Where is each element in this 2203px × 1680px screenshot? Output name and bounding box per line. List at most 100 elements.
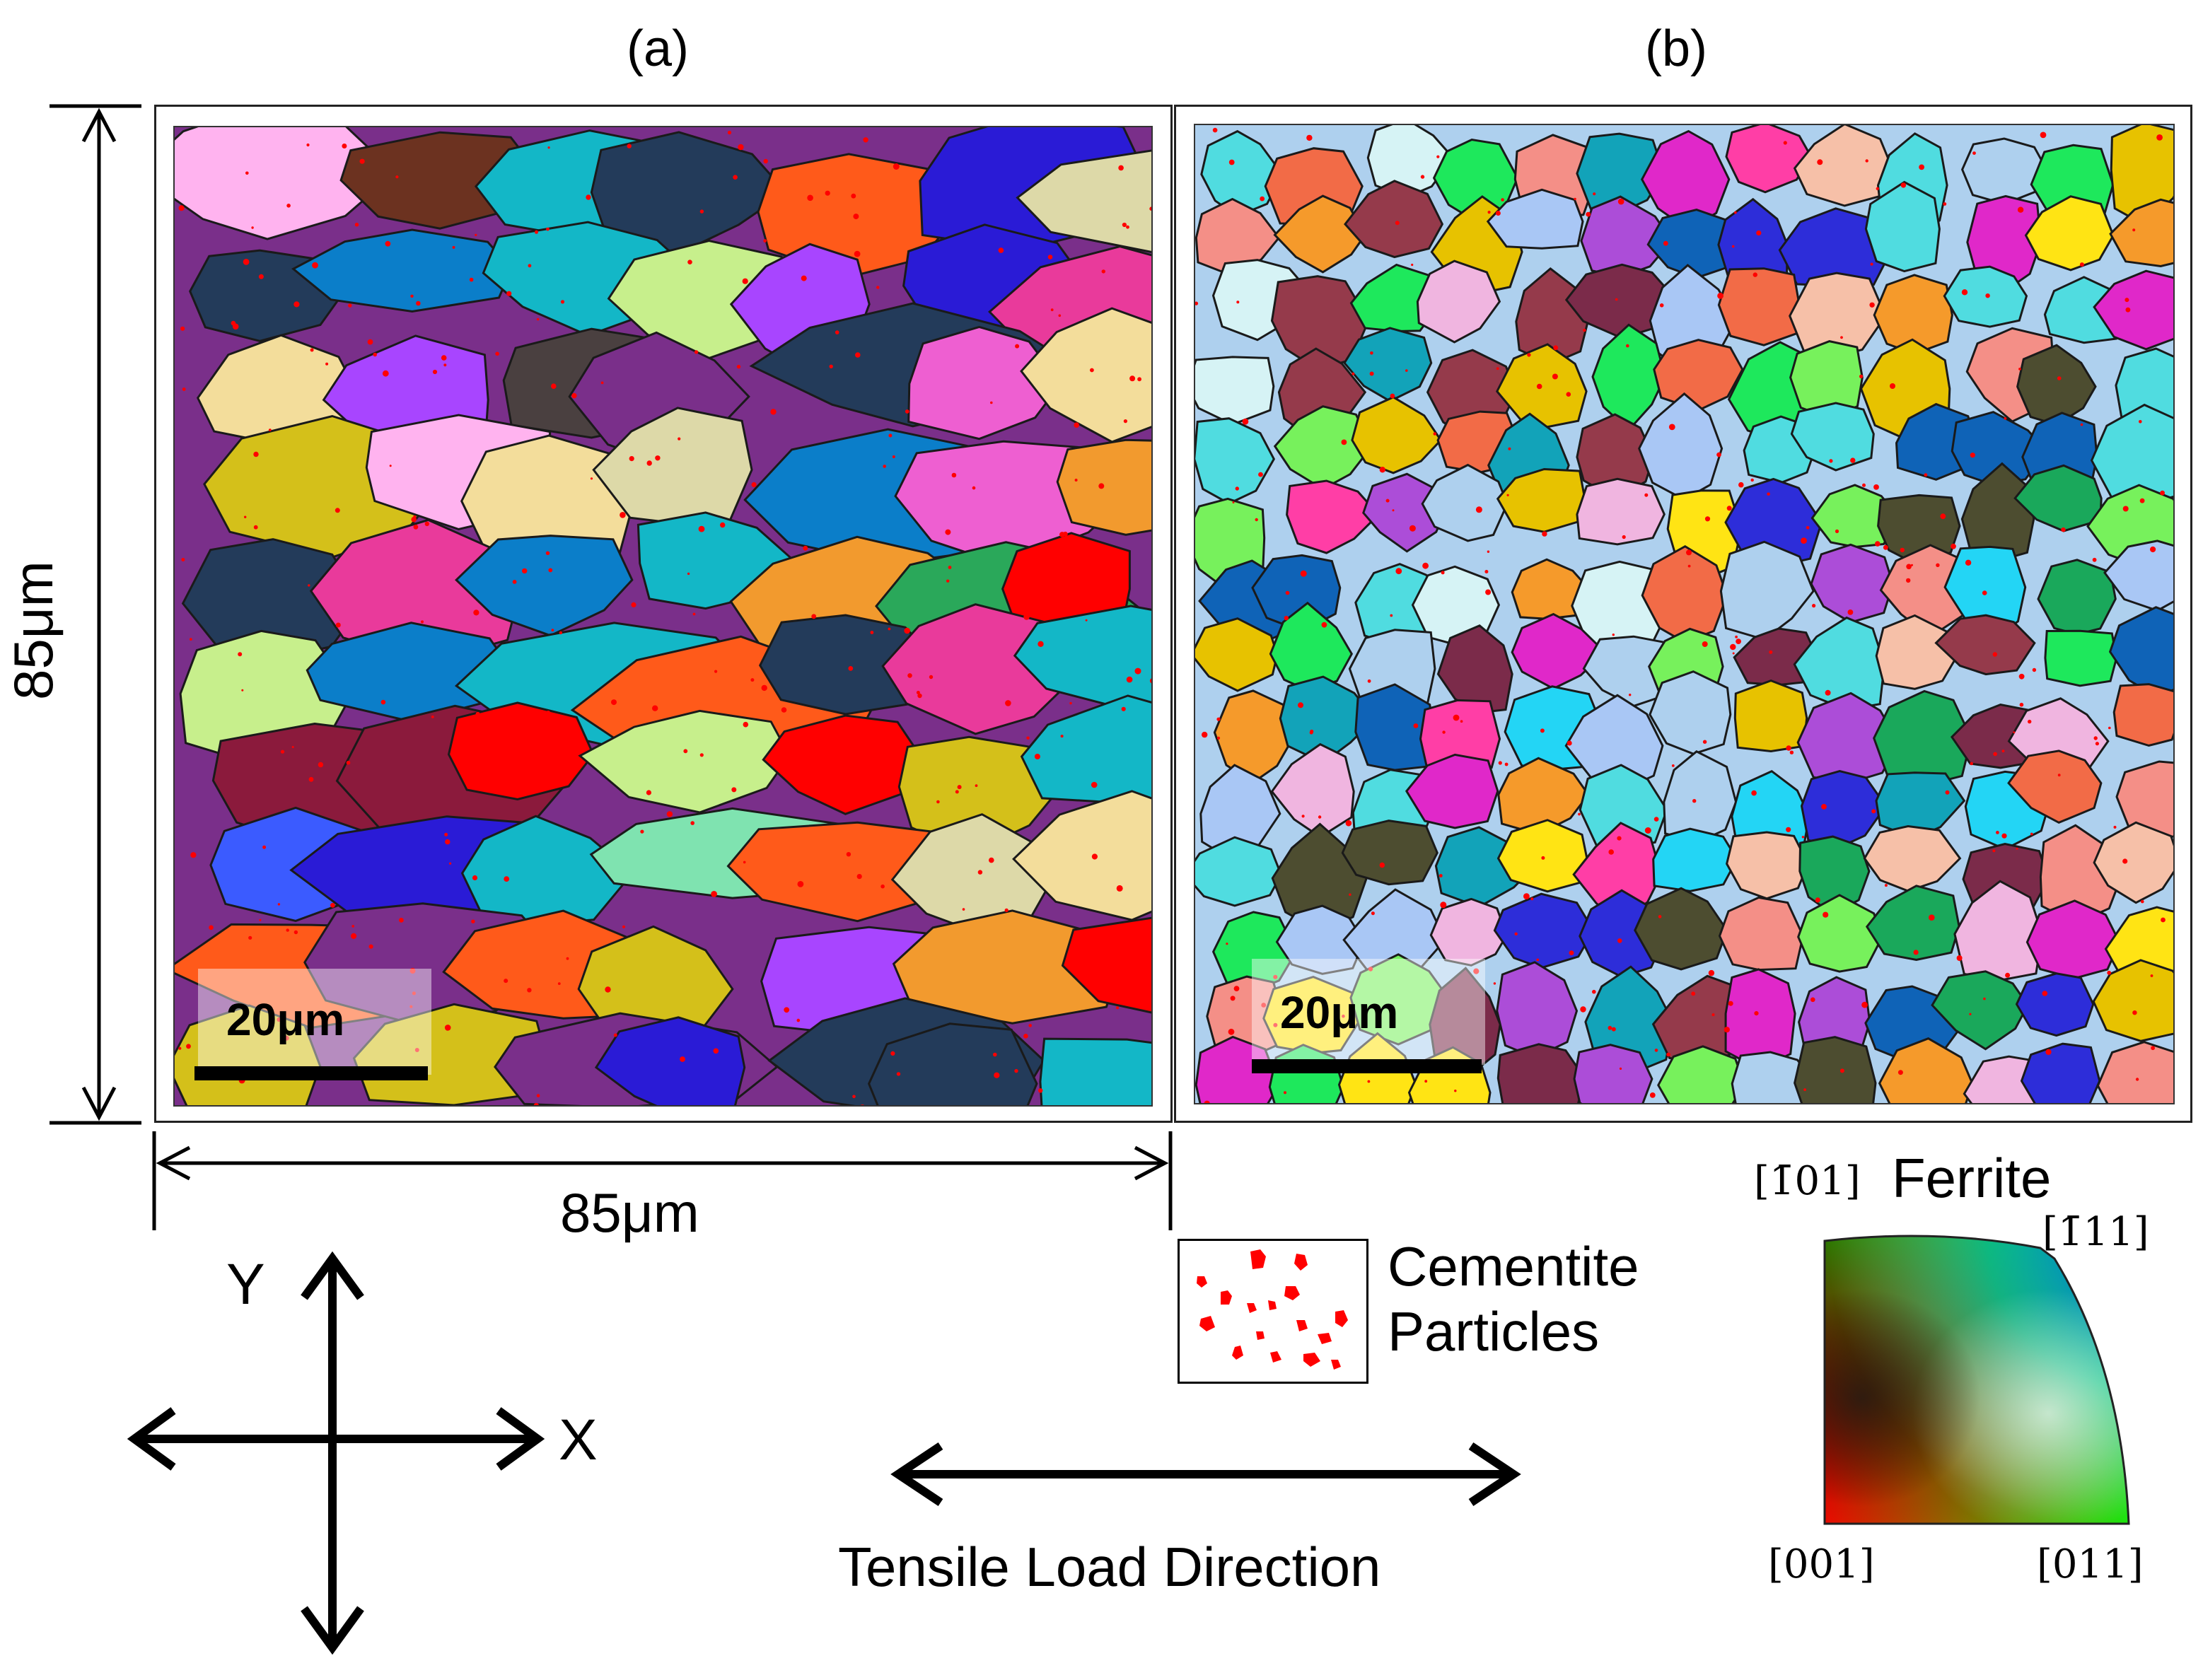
cementite-particle xyxy=(1126,225,1129,229)
cementite-particle xyxy=(2132,1010,2137,1015)
cementite-particle xyxy=(2156,134,2163,141)
cementite-particle xyxy=(825,723,830,728)
cementite-particle xyxy=(1137,377,1141,382)
cementite-particle xyxy=(286,204,291,208)
cementite-particle xyxy=(291,746,294,748)
cementite-particle xyxy=(306,143,310,147)
cementite-particle xyxy=(238,652,243,657)
cementite-particle xyxy=(1732,652,1735,655)
cementite-particle xyxy=(853,214,859,220)
cementite-particle xyxy=(2135,1078,2139,1081)
grain xyxy=(1016,149,1151,253)
cementite-particle xyxy=(742,278,748,284)
cementite-particle xyxy=(1242,418,1249,425)
grain xyxy=(2108,606,2173,698)
grain xyxy=(1576,132,1666,214)
cementite-particle xyxy=(1441,571,1445,575)
cementite-particle xyxy=(687,572,690,576)
cementite-particle xyxy=(1658,915,1662,918)
cementite-particle xyxy=(1735,635,1738,638)
cementite-particle xyxy=(714,670,718,673)
cementite-particle xyxy=(1118,165,1124,171)
cementite-particle xyxy=(1473,968,1480,974)
ipf-label-001: [001] xyxy=(1768,1541,1875,1587)
cementite-particle xyxy=(1717,293,1724,299)
cementite-particle xyxy=(1508,447,1511,450)
grain xyxy=(1349,953,1450,1046)
grain xyxy=(1436,624,1513,714)
cementite-particle xyxy=(1754,1011,1759,1016)
cementite-particle xyxy=(1273,974,1278,979)
cementite-particle xyxy=(1751,790,1757,796)
cementite-particle xyxy=(504,979,508,984)
cementite-particle xyxy=(1369,371,1374,376)
cementite-particle xyxy=(945,529,951,535)
cementite-particle xyxy=(835,330,839,334)
grain xyxy=(1810,484,1901,549)
cementite-particle xyxy=(1028,1024,1032,1027)
cementite-particle xyxy=(1228,159,1235,165)
cementite-particle xyxy=(683,749,688,754)
cementite-particle xyxy=(801,275,807,281)
cementite-particle xyxy=(2151,1046,2155,1051)
cementite-particle xyxy=(1454,1090,1457,1092)
panel-a-label: (a) xyxy=(627,21,689,77)
grain xyxy=(1496,467,1586,533)
cementite-particle xyxy=(2032,667,2037,672)
cementite-particle xyxy=(1195,301,1199,305)
cementite-particle xyxy=(2122,506,2129,512)
grain xyxy=(1657,1045,1746,1103)
y-axis-label: Y xyxy=(226,1252,265,1317)
cementite-particle xyxy=(1395,221,1400,226)
cementite-particle xyxy=(1146,1003,1151,1008)
cementite-particle xyxy=(1752,272,1757,277)
grain xyxy=(1213,689,1298,784)
grain xyxy=(1797,894,1884,973)
cementite-particle xyxy=(1861,1001,1868,1008)
cementite-particle xyxy=(1687,564,1691,568)
cementite-particle xyxy=(2132,228,2136,232)
cementite-particle xyxy=(472,875,478,881)
grain xyxy=(306,622,513,723)
cementite-particle xyxy=(1395,568,1402,575)
grain xyxy=(1863,824,1962,892)
cementite-particle xyxy=(359,158,365,164)
grain xyxy=(1731,1051,1817,1103)
cementite-particle xyxy=(1810,997,1815,1003)
cementite-particle xyxy=(1487,550,1490,553)
cementite-particle xyxy=(993,1052,997,1057)
grain xyxy=(892,909,1122,1025)
cementite-particle xyxy=(421,620,424,624)
grain xyxy=(1020,307,1151,443)
cementite-particle xyxy=(409,968,416,974)
grain xyxy=(1405,753,1499,829)
cementite-particle xyxy=(1440,902,1447,909)
cementite-particle xyxy=(1453,714,1460,721)
cementite-particle xyxy=(1228,1028,1235,1035)
cementite-particle xyxy=(399,918,404,923)
grain xyxy=(1344,180,1444,259)
cementite-particle xyxy=(784,1007,790,1013)
cementite-particle xyxy=(441,355,447,361)
grain xyxy=(2013,464,2103,532)
cementite-particle xyxy=(424,521,429,527)
cementite-particle xyxy=(955,790,959,794)
cementite-particle xyxy=(1202,731,1208,738)
cementite-particle xyxy=(475,233,477,236)
grain xyxy=(1273,405,1373,491)
cementite-particle xyxy=(1969,1013,1972,1015)
cementite-particle xyxy=(1236,301,1240,304)
cementite-particle xyxy=(1970,453,1975,458)
cementite-particle xyxy=(512,580,517,584)
cementite-particle xyxy=(367,339,373,345)
cementite-particle xyxy=(330,902,335,908)
cementite-particle xyxy=(1817,159,1823,165)
cementite-particle xyxy=(1232,501,1235,503)
cementite-legend-box xyxy=(1178,1239,1368,1384)
cementite-particle xyxy=(253,525,258,530)
cementite-particle xyxy=(998,247,1004,253)
cementite-particle xyxy=(1626,344,1629,348)
cementite-particle xyxy=(1216,717,1221,721)
cementite-particle xyxy=(796,1018,801,1022)
cementite-particle xyxy=(698,525,705,532)
